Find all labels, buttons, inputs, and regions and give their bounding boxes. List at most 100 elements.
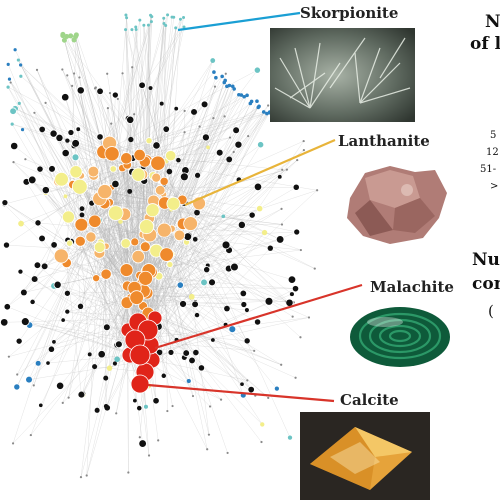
network-node [3,303,11,311]
network-node [71,84,74,88]
callout-label-malachite: Malachite [370,278,454,296]
network-edge [166,19,181,255]
network-node [54,171,69,187]
network-node [103,323,111,332]
network-edge [14,145,146,247]
network-node [24,158,27,161]
network-edge [82,274,107,394]
network-edge [95,87,147,161]
network-edge [135,27,139,295]
network-edge [150,271,233,330]
network-node [49,129,58,138]
network-edge [182,223,210,435]
network-edge [144,111,264,373]
network-node [51,242,57,248]
network-edge [126,17,129,331]
network-node [74,235,86,247]
network-node [201,133,210,142]
network-node [220,74,224,79]
network-node [139,241,151,253]
network-node [293,228,301,236]
network-node [232,126,240,135]
network-node [147,454,151,457]
network-node [232,87,236,91]
network-node [68,33,74,39]
network-node [66,74,69,77]
network-edge [94,107,258,222]
network-node [64,33,70,39]
network-edge [32,301,131,356]
network-node [253,66,261,74]
network-node [166,13,170,17]
network-node [74,217,89,232]
network-edge [148,270,243,385]
network-edge [164,88,235,204]
network-edge [30,297,137,436]
network-node [246,379,249,382]
network-node [18,269,23,274]
panel-heading-1-line-1: N [485,12,500,32]
network-node [280,207,283,211]
network-edge [145,116,225,247]
network-edge [44,184,74,267]
network-node [224,305,230,312]
network-edge [83,226,301,251]
network-node [48,165,56,173]
network-node [244,307,249,313]
network-edge [75,157,128,166]
network-node [77,303,84,310]
network-node [296,158,299,162]
network-edge [154,247,252,390]
network-node [197,364,206,372]
network-edge [146,160,287,302]
network-node [193,349,199,356]
network-edge [146,25,149,161]
network-node [55,133,64,142]
network-node [131,167,146,182]
network-node [152,397,160,405]
network-node [130,28,134,32]
network-edge [126,269,282,365]
network-node [313,267,316,270]
network-node [316,189,319,192]
network-node [244,338,250,344]
network-node [241,301,247,308]
network-edge [42,129,132,299]
network-node [174,26,178,30]
network-node [302,149,305,152]
network-node [61,37,67,43]
legend-range-3: 51- [480,164,497,175]
network-node [61,68,64,71]
network-node [182,349,190,357]
network-node [100,268,112,280]
network-edge [145,208,260,247]
network-edge [72,184,81,307]
network-node [106,365,113,371]
network-edge [150,94,240,273]
network-node [291,315,294,318]
network-node [16,338,22,344]
network-node [97,184,113,200]
network-edge [149,225,255,351]
network-edge [125,29,184,224]
network-edge [17,287,135,375]
callout-lines [147,11,363,403]
network-node [94,407,100,413]
network-node [7,355,10,358]
network-edge [47,354,131,364]
network-node [291,285,300,293]
network-node [41,263,48,270]
network-node [124,13,128,17]
network-edge [73,73,139,295]
network-node [150,15,154,19]
network-node [9,107,17,115]
network-node [188,293,195,300]
network-edge [86,302,128,476]
network-node [159,247,174,262]
network-node [11,442,15,445]
network-node [73,32,79,38]
network-node [150,155,166,171]
network-node [96,133,104,141]
network-edge [62,35,183,200]
